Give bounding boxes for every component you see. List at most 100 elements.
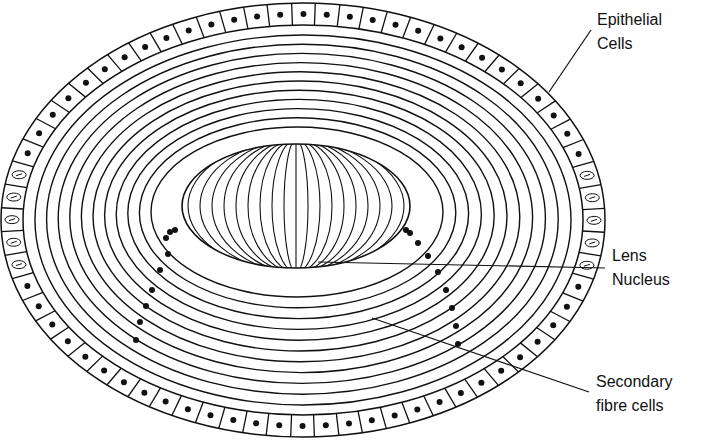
cell-wall [196, 17, 204, 38]
cell-wall [150, 33, 161, 52]
nucleus-fibre [284, 140, 308, 272]
cell-nucleus-dot [133, 337, 139, 343]
cell-wall [337, 5, 340, 27]
oval-nucleus-mark [16, 174, 22, 176]
oval-nucleus [7, 238, 21, 246]
cell-nucleus-dot [453, 323, 459, 329]
cell-wall [579, 252, 601, 256]
cell-nucleus-dot [300, 423, 306, 429]
nucleus-fibre [188, 140, 404, 272]
cell-wall [108, 55, 122, 72]
cell-wall [51, 327, 69, 339]
cell-wall [573, 161, 594, 167]
cell-wall [172, 396, 182, 416]
elongating-cell-nucleus [12, 261, 26, 269]
cell-nucleus-dot [564, 131, 570, 137]
cell-nucleus-dot [437, 35, 443, 41]
cell-nucleus-dot [163, 35, 169, 41]
elongating-cell-nucleus [12, 171, 26, 179]
cell-wall [520, 343, 537, 357]
leader-line [549, 30, 591, 92]
oval-nucleus-mark [11, 196, 17, 198]
fibre-ring [93, 81, 507, 351]
cell-wall [23, 292, 43, 300]
nucleus-fibre [248, 140, 344, 272]
cell-wall [314, 3, 316, 25]
cell-nucleus-dot [149, 287, 155, 293]
cell-wall [219, 407, 225, 428]
cell-wall [446, 33, 457, 52]
elongating-cell-nucleus [7, 238, 21, 246]
nucleus-fibre [200, 140, 392, 272]
cell-nucleus-dot [324, 12, 330, 18]
oval-nucleus-mark [589, 242, 595, 244]
cell-nucleus-dot [83, 80, 89, 86]
cell-wall [358, 411, 362, 433]
oval-nucleus [5, 216, 19, 224]
cell-nucleus-dot [370, 17, 376, 23]
cell-nucleus-dot [49, 322, 55, 328]
cell-wall [36, 311, 55, 321]
cell-nucleus-dot [157, 267, 163, 273]
cell-wall [537, 101, 555, 113]
cell-nucleus-dot [551, 112, 557, 118]
cell-nucleus-dot [435, 269, 441, 275]
fibre-ring [105, 90, 495, 340]
cell-nucleus-dot [163, 399, 169, 405]
cell-nucleus-dot [276, 422, 282, 428]
oval-nucleus-mark [9, 219, 15, 221]
cell-wall [36, 118, 55, 128]
cell-wall [149, 388, 160, 407]
cell-nucleus-dot [24, 283, 30, 289]
cell-nucleus-dot [163, 235, 169, 241]
cell-nucleus-dot [143, 303, 149, 309]
cell-nucleus-dot [415, 240, 421, 246]
cell-wall [503, 357, 519, 372]
cell-nucleus-dot [230, 417, 236, 423]
nucleus-outline [182, 144, 410, 268]
cell-nucleus-dot [65, 95, 71, 101]
cell-wall [12, 273, 33, 279]
cell-wall [465, 43, 478, 61]
cell-wall [87, 68, 103, 83]
cell-nucleus-dot [254, 14, 260, 20]
elongating-cell-nucleus [580, 171, 594, 179]
cell-nucleus-dot [517, 354, 523, 360]
cell-wall [266, 414, 269, 436]
nucleus-fibre [212, 140, 380, 272]
cell-wall [465, 379, 478, 397]
cell-wall [129, 43, 142, 61]
cell-nucleus-dot [323, 422, 329, 428]
cell-nucleus-dot [414, 406, 420, 412]
cell-nucleus-dot [437, 399, 443, 405]
cell-wall [579, 185, 601, 189]
cell-nucleus-dot [498, 368, 504, 374]
cell-nucleus-dot [231, 17, 237, 23]
cell-nucleus-dot [458, 390, 464, 396]
part-label: Lens Nucleus [612, 244, 698, 292]
nucleus-fibre [260, 140, 332, 272]
cell-wall [173, 24, 182, 44]
oval-nucleus-mark [16, 264, 22, 266]
cell-wall [380, 407, 386, 428]
cell-wall [243, 411, 247, 433]
oval-nucleus [12, 171, 26, 179]
cell-nucleus-dot [50, 112, 56, 118]
cell-nucleus-dot [393, 22, 399, 28]
epithelium-outer [1, 3, 605, 437]
elongating-cell-nucleus [585, 239, 599, 247]
fibre-nuclei [133, 227, 461, 347]
cell-wall [1, 208, 23, 209]
cell-wall [69, 83, 86, 97]
cell-nucleus-dot [564, 304, 570, 310]
leader-line [318, 262, 605, 268]
oval-nucleus [587, 216, 601, 224]
cell-wall [107, 368, 121, 385]
nucleus-fibre [295, 144, 296, 268]
cell-nucleus-dot [102, 66, 108, 72]
cell-nucleus-dot [165, 251, 171, 257]
fibre-ring [139, 118, 455, 308]
elongating-cell-nucleus [5, 216, 19, 224]
cell-nucleus-dot [459, 44, 465, 50]
cell-nucleus-dot [478, 380, 484, 386]
